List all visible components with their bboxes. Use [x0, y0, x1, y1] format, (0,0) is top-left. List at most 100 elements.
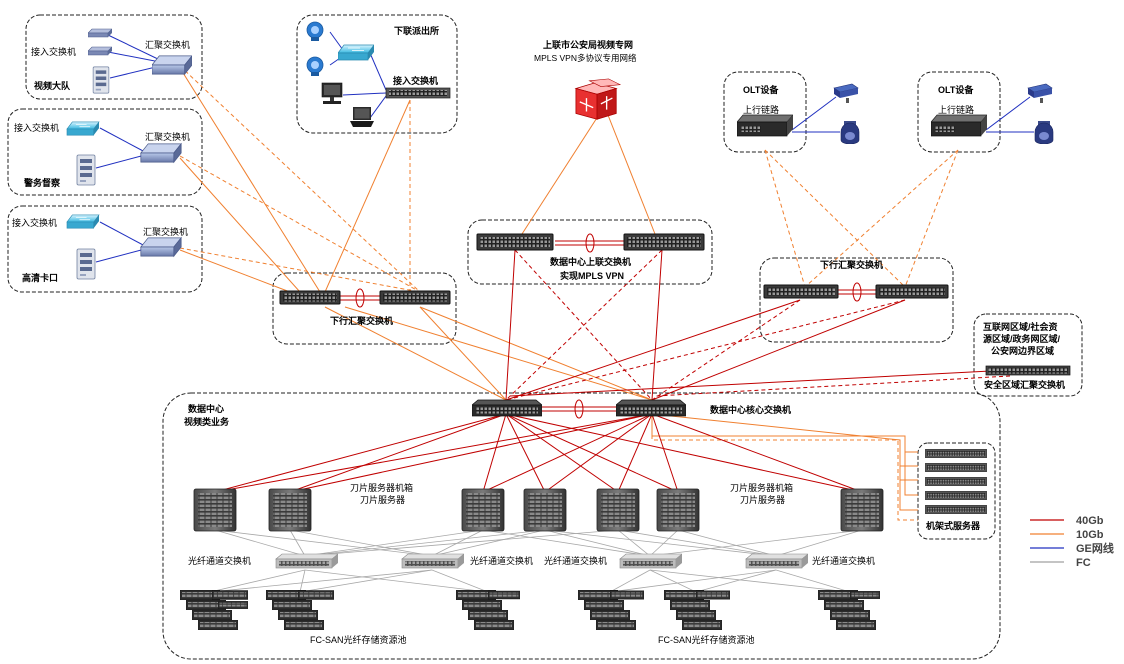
mpls-router-icon	[575, 78, 621, 120]
fc-switch-icon	[619, 553, 682, 569]
tengb-links	[179, 67, 918, 511]
legend-label-2: GE网线	[1076, 541, 1114, 555]
rack-server-icon	[925, 449, 987, 458]
blade-chassis-icon	[840, 488, 884, 532]
access-switch-icon	[88, 28, 112, 38]
storage-array-group-3	[456, 590, 520, 630]
agg-switch-icon	[140, 237, 182, 257]
server-icon	[76, 248, 96, 280]
police-agg-label: 汇聚交换机	[145, 131, 190, 142]
blade-chassis-icon	[461, 488, 505, 532]
checkpoint-name: 高清卡口	[22, 272, 58, 283]
rack-server-icon	[925, 505, 987, 514]
olt-device-icon	[931, 114, 987, 137]
group-checkpoint-box	[7, 205, 203, 293]
desktop-pc-icon	[321, 82, 343, 105]
access-switch-icon	[66, 214, 100, 229]
storage-array-group-6	[818, 590, 880, 630]
core-switch-icon	[616, 399, 686, 417]
fortygb-dashed-links	[505, 249, 1011, 401]
left-agg-stack-link	[340, 295, 380, 301]
blade-label-1b: 刀片服务器机箱	[730, 482, 793, 493]
ip-phone-icon	[306, 21, 324, 42]
stack-ovals	[355, 233, 862, 419]
group-video-team-box	[25, 14, 203, 100]
down-agg-switch-left-b-icon	[379, 290, 451, 305]
ge-links	[95, 31, 1034, 263]
server-icon	[92, 66, 110, 94]
tengb-dashed-links	[179, 65, 959, 521]
blade-label-1a: 刀片服务器机箱	[350, 482, 413, 493]
dc-uplink-label-2: 实现MPLS VPN	[560, 270, 624, 281]
laptop-icon	[350, 107, 374, 127]
substation-name: 下联派出所	[394, 25, 439, 36]
checkpoint-access-label: 接入交换机	[12, 217, 57, 228]
fc-switch-label-3: 光纤通道交换机	[544, 555, 607, 566]
down-agg-left-label: 下行汇聚交换机	[330, 315, 393, 326]
core-switch-label: 数据中心核心交换机	[710, 404, 791, 415]
blade-chassis-icon	[596, 488, 640, 532]
access-switch-rack-icon	[385, 87, 451, 99]
olt-device-icon	[737, 114, 793, 137]
blade-label-2a: 刀片服务器	[360, 494, 405, 505]
group-rack-servers-box	[917, 442, 996, 540]
rack-server-icon	[925, 463, 987, 472]
san-label-1: FC-SAN光纤存储资源池	[310, 634, 407, 645]
group-olt1-box	[723, 71, 807, 153]
fortygb-links	[214, 240, 1011, 493]
dc-uplink-switch-right-icon	[623, 233, 705, 251]
group-police-box	[7, 108, 203, 196]
legend-label-0: 40Gb	[1076, 515, 1104, 527]
dc-uplink-switch-left-icon	[476, 233, 554, 251]
fc-switch-icon	[401, 553, 464, 569]
group-substation-box	[296, 14, 458, 134]
datacenter-title-2: 视频类业务	[184, 416, 230, 427]
ip-phone-icon	[306, 56, 324, 77]
dome-camera-icon	[840, 120, 860, 144]
olt2-name: OLT设备	[938, 84, 974, 95]
fc-switch-icon	[275, 553, 338, 569]
server-icon	[76, 154, 96, 186]
box-camera-icon	[1027, 83, 1053, 104]
checkpoint-agg-label: 汇聚交换机	[143, 226, 188, 237]
down-agg-right-label: 下行汇聚交换机	[820, 259, 883, 270]
down-agg-switch-right-a-icon	[763, 284, 839, 299]
access-switch-icon	[88, 46, 112, 56]
access-switch-icon	[338, 44, 374, 61]
storage-array-group-5	[664, 590, 730, 630]
olt2-uplink: 上行链路	[938, 104, 974, 115]
security-switch-label: 安全区域汇聚交换机	[984, 379, 1065, 390]
fc-links	[209, 529, 863, 593]
blade-chassis-icon	[268, 488, 312, 532]
san-label-2: FC-SAN光纤存储资源池	[658, 634, 755, 645]
substation-access-label: 接入交换机	[393, 75, 438, 86]
storage-array-group-1	[180, 590, 248, 630]
olt1-uplink: 上行链路	[743, 104, 779, 115]
blade-chassis-icon	[656, 488, 700, 532]
agg-switch-icon	[140, 143, 182, 163]
fc-switch-label-4: 光纤通道交换机	[812, 555, 875, 566]
blade-label-2b: 刀片服务器	[740, 494, 785, 505]
video-team-agg-label: 汇聚交换机	[145, 39, 190, 50]
dc-uplink-label-1: 数据中心上联交换机	[550, 256, 631, 267]
legend-label-1: 10Gb	[1076, 529, 1104, 541]
box-camera-icon	[833, 83, 859, 104]
police-name: 警务督察	[24, 177, 61, 188]
legend-label-3: FC	[1076, 557, 1091, 569]
group-datacenter-box	[162, 392, 1001, 660]
upper-network-title: 上联市公安局视频专网	[543, 39, 633, 50]
fc-switch-label-1: 光纤通道交换机	[188, 555, 251, 566]
video-team-name: 视频大队	[34, 80, 71, 91]
agg-switch-icon	[152, 55, 192, 75]
group-olt2-box	[917, 71, 1001, 153]
rack-server-icon	[925, 477, 987, 486]
fc-switch-label-2: 光纤通道交换机	[470, 555, 533, 566]
olt1-name: OLT设备	[743, 84, 779, 95]
datacenter-title-1: 数据中心	[188, 403, 224, 414]
boundary-line-3: 公安网边界区域	[991, 345, 1054, 356]
access-switch-icon	[66, 121, 100, 136]
group-dc-uplink-box	[467, 219, 713, 285]
down-agg-switch-left-a-icon	[279, 290, 341, 305]
